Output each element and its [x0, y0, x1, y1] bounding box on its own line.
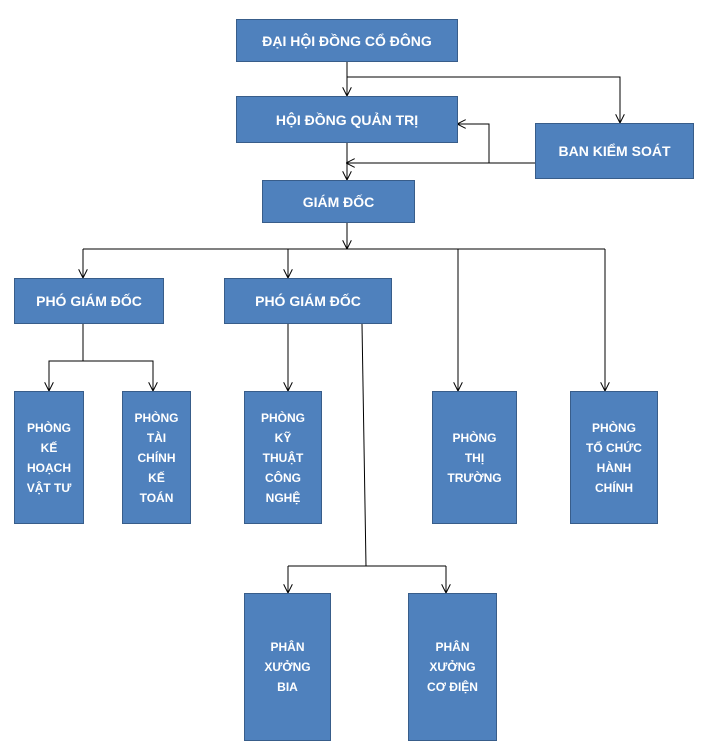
- connector-dhdcd-bks: [347, 76, 620, 122]
- box-label: PHÒNG TỔ CHỨC HÀNH CHÍNH: [586, 420, 642, 495]
- box-label: PHÂN XƯỞNG CƠ ĐIỆN: [427, 640, 478, 694]
- box-phong-tai-chinh-ke-toan: PHÒNG TÀI CHÍNH KẾ TOÁN: [122, 391, 191, 524]
- box-phan-xuong-co-dien: PHÂN XƯỞNG CƠ ĐIỆN: [408, 593, 497, 741]
- box-label: GIÁM ĐỐC: [302, 193, 375, 210]
- box-label: PHÒNG THỊ TRƯỜNG: [447, 430, 502, 485]
- box-phong-ky-thuat-cong-nghe: PHÒNG KỸ THUẬT CÔNG NGHỆ: [244, 391, 322, 524]
- box-pho-giam-doc-1: PHÓ GIÁM ĐỐC: [14, 278, 164, 324]
- box-hoi-dong-quan-tri: HỘI ĐỒNG QUẢN TRỊ: [236, 96, 458, 143]
- box-label: ĐẠI HỘI ĐỒNG CỔ ĐÔNG: [262, 32, 432, 49]
- box-phong-thi-truong: PHÒNG THỊ TRƯỜNG: [432, 391, 517, 524]
- box-label: PHÓ GIÁM ĐỐC: [255, 293, 361, 309]
- box-phong-ke-hoach-vat-tu: PHÒNG KẾ HOẠCH VẬT TƯ: [14, 391, 84, 524]
- box-label: PHÒNG KỸ THUẬT CÔNG NGHỆ: [260, 410, 305, 505]
- box-dai-hoi-dong-co-dong: ĐẠI HỘI ĐỒNG CỔ ĐÔNG: [236, 19, 458, 62]
- box-ban-kiem-soat: BAN KIỂM SOÁT: [535, 123, 694, 179]
- connector-pgd2-to-xuong: [361, 323, 367, 567]
- connector-pgd1-bar: [48, 360, 154, 389]
- box-label: PHÒNG TÀI CHÍNH KẾ TOÁN: [134, 410, 179, 505]
- connector-bks-hdqt: [458, 124, 535, 164]
- box-label: HỘI ĐỒNG QUẢN TRỊ: [275, 111, 419, 128]
- box-phong-to-chuc-hanh-chinh: PHÒNG TỔ CHỨC HÀNH CHÍNH: [570, 391, 658, 524]
- box-label: PHÓ GIÁM ĐỐC: [36, 293, 142, 309]
- box-label: PHÒNG KẾ HOẠCH VẬT TƯ: [26, 420, 72, 495]
- box-label: BAN KIỂM SOÁT: [558, 143, 671, 159]
- box-giam-doc: GIÁM ĐỐC: [262, 180, 415, 223]
- box-pho-giam-doc-2: PHÓ GIÁM ĐỐC: [224, 278, 392, 324]
- box-label: PHÂN XƯỞNG BIA: [264, 640, 311, 694]
- box-phan-xuong-bia: PHÂN XƯỞNG BIA: [244, 593, 331, 741]
